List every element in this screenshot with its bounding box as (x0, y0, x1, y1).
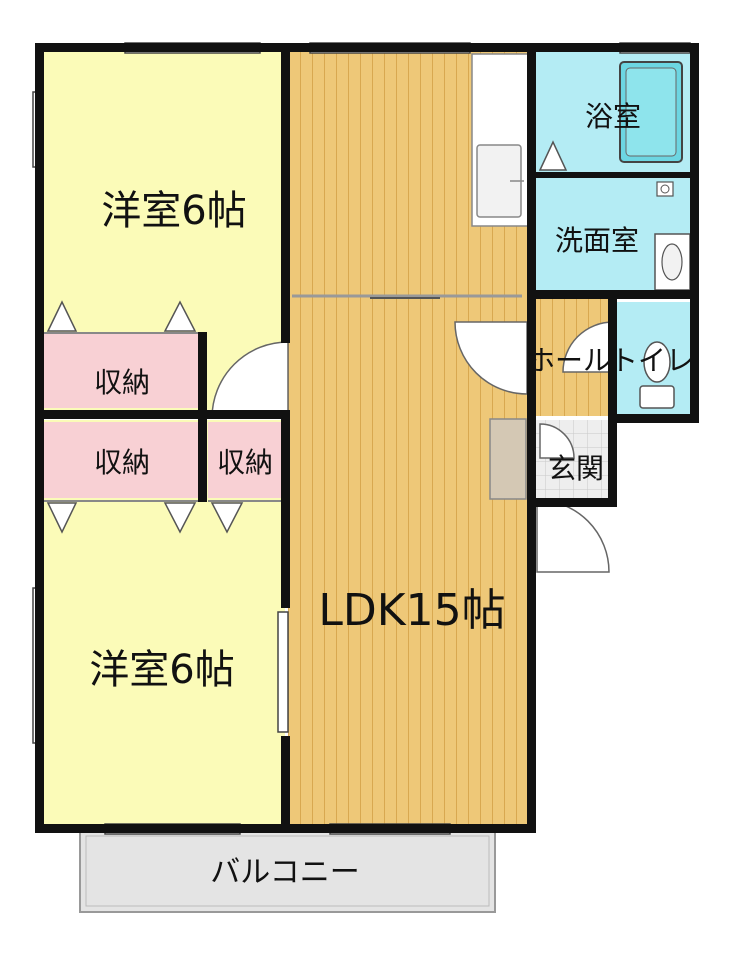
washroom-label: 洗面室 (555, 224, 639, 257)
balcony (79, 829, 496, 913)
vanity (654, 233, 691, 291)
toilet-bowl (643, 341, 671, 383)
ldk-label: LDK15帖 (318, 585, 505, 636)
hall-label: ホール (527, 344, 611, 377)
storage-2 (44, 422, 199, 498)
shoe-cabinet (489, 418, 527, 500)
entrance-label: 玄関 (548, 452, 604, 485)
toilet-label: トイレ (610, 344, 694, 377)
western-room-top-label: 洋室6帖 (101, 188, 246, 234)
western-room-bottom-label: 洋室6帖 (89, 647, 234, 693)
storage-1-label: 収納 (94, 366, 150, 399)
washing-machine-tap (656, 181, 674, 197)
storage-3-label: 収納 (217, 446, 273, 479)
storage-1 (44, 334, 199, 408)
storage-3 (208, 422, 282, 498)
toilet-tank (639, 385, 675, 409)
balcony-label: バルコニー (210, 855, 359, 890)
storage-2-label: 収納 (94, 446, 150, 479)
bathroom-label: 浴室 (585, 100, 641, 133)
walls (35, 43, 699, 833)
